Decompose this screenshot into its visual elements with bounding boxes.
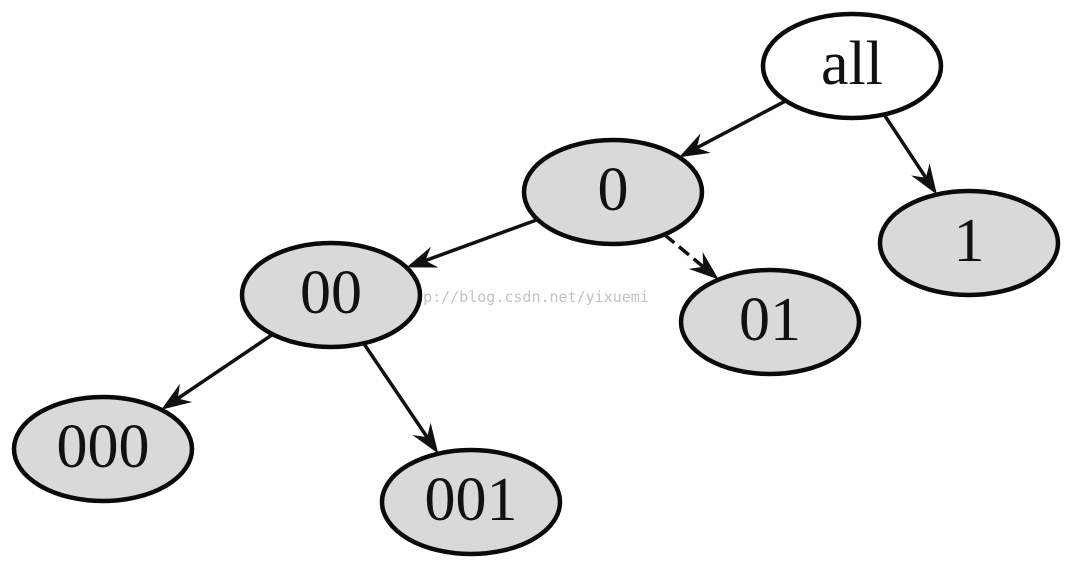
edge-line xyxy=(176,332,274,400)
node-label: 1 xyxy=(954,207,985,275)
arrow-head-icon xyxy=(161,383,193,410)
edge-line xyxy=(424,217,539,263)
edge-n00-n001 xyxy=(362,342,439,454)
tree-node-000: 000 xyxy=(11,394,195,504)
node-label: 00 xyxy=(300,259,362,327)
tree-node-1: 1 xyxy=(877,188,1061,298)
edge-line xyxy=(882,113,928,179)
node-label: 0 xyxy=(598,156,629,224)
node-ellipse xyxy=(379,447,563,557)
arrow-head-icon xyxy=(688,251,719,280)
tree-node-001: 001 xyxy=(379,447,563,557)
node-ellipse xyxy=(521,137,705,247)
tree-node-0: 0 xyxy=(521,137,705,247)
watermark-text: http://blog.csdn.net/yixuemi xyxy=(396,288,649,306)
arrow-head-icon xyxy=(679,133,711,158)
arrow-head-icon xyxy=(412,422,439,454)
node-label: 001 xyxy=(425,466,518,534)
tree-node-all: all xyxy=(760,11,944,121)
arrow-head-icon xyxy=(911,163,937,195)
node-ellipse xyxy=(11,394,195,504)
edges-layer xyxy=(161,99,937,454)
tree-node-01: 01 xyxy=(678,267,862,377)
tree-node-00: 00 xyxy=(239,240,423,350)
edge-line xyxy=(695,99,787,150)
edge-all-n1 xyxy=(882,113,937,195)
edge-n00-n000 xyxy=(161,332,274,410)
node-label: all xyxy=(821,30,883,98)
node-label: 01 xyxy=(739,286,801,354)
edge-n0-n01 xyxy=(663,233,719,280)
arrow-head-icon xyxy=(406,246,439,268)
edge-n0-n00 xyxy=(406,217,539,268)
node-ellipse xyxy=(239,240,423,350)
node-ellipse xyxy=(760,11,944,121)
edge-line xyxy=(663,233,705,269)
node-ellipse xyxy=(678,267,862,377)
edge-line xyxy=(362,342,429,439)
edge-all-n0 xyxy=(679,99,787,158)
node-ellipse xyxy=(877,188,1061,298)
node-label: 000 xyxy=(57,413,150,481)
